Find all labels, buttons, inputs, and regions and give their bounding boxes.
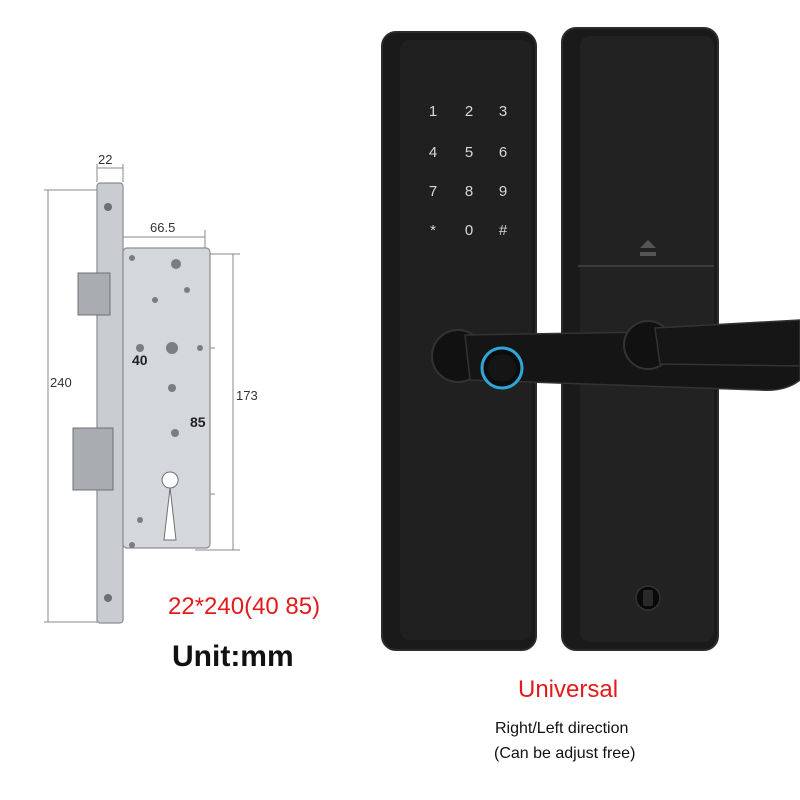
key-3[interactable]: 3	[498, 103, 508, 120]
faceplate-screw	[104, 594, 112, 602]
key-8[interactable]: 8	[464, 183, 474, 200]
thumb-turn-knob	[643, 590, 653, 606]
universal-title: Universal	[518, 676, 619, 703]
battery-icon	[640, 240, 656, 256]
case-holes	[129, 255, 203, 548]
cylinder-cutout	[161, 471, 179, 541]
key-7[interactable]: 7	[428, 183, 438, 200]
key-4[interactable]: 4	[428, 144, 438, 161]
dead-bolt	[72, 427, 114, 491]
dim-center-label: 85	[190, 414, 206, 430]
dim-height-label: 240	[50, 375, 72, 390]
direction-text: Right/Left direction	[495, 720, 629, 737]
key-9[interactable]: 9	[498, 183, 508, 200]
fingerprint-pad	[488, 354, 516, 382]
key-0[interactable]: 0	[464, 222, 474, 239]
unit-label: Unit:mm	[172, 640, 294, 673]
key-1[interactable]: 1	[428, 103, 438, 120]
latch-bolt	[77, 272, 111, 316]
key-hash[interactable]: #	[498, 222, 508, 239]
lock-case	[122, 247, 211, 549]
key-5[interactable]: 5	[464, 144, 474, 161]
dim-hub-label: 40	[132, 352, 148, 368]
key-star[interactable]: *	[430, 222, 436, 239]
back-handle	[654, 319, 800, 367]
key-2[interactable]: 2	[464, 103, 474, 120]
size-spec: 22*240(40 85)	[168, 593, 321, 620]
dim-case-label: 66.5	[150, 220, 176, 235]
faceplate-screw	[104, 203, 112, 211]
key-6[interactable]: 6	[498, 144, 508, 161]
adjust-text: (Can be adjust free)	[494, 745, 636, 762]
dim-side-label: 173	[236, 388, 258, 403]
dim-width-label: 22	[98, 152, 113, 167]
